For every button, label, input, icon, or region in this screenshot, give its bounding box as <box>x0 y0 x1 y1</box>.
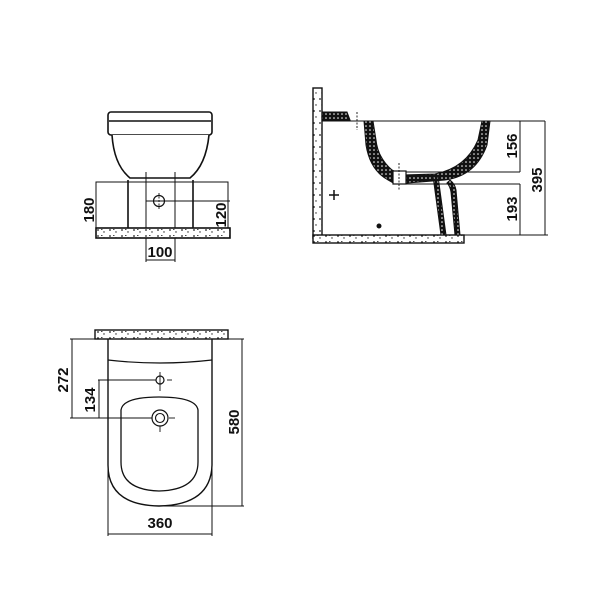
bidet-inner-bowl <box>120 396 199 492</box>
dim-front-120: 120 <box>213 202 230 227</box>
plan-view <box>70 329 244 536</box>
wall-section <box>312 87 323 239</box>
wall-slab-plan <box>94 329 229 340</box>
dim-front-180: 180 <box>81 197 98 222</box>
dim-side-156: 156 <box>504 133 521 158</box>
crosshair-marker-icon <box>329 190 339 200</box>
bowl-body <box>111 134 210 179</box>
outlet-stub <box>392 170 407 185</box>
rim-top <box>107 111 213 136</box>
bowl-section-wall <box>363 120 491 185</box>
drain-outer-icon <box>151 409 169 427</box>
dim-side-193: 193 <box>504 196 521 221</box>
drain-inner-icon <box>154 412 166 424</box>
side-section-view <box>312 87 548 244</box>
floor-slab <box>95 227 231 239</box>
dim-side-395: 395 <box>529 167 546 192</box>
front-elevation-view <box>95 111 231 262</box>
dim-plan-134: 134 <box>82 387 99 413</box>
point-marker-icon <box>376 223 382 229</box>
dim-plan-272: 272 <box>55 367 72 392</box>
dim-plan-360: 360 <box>147 515 172 532</box>
pedestal-leg <box>432 175 461 236</box>
dim-front-100: 100 <box>147 244 172 261</box>
dim-plan-580: 580 <box>226 409 243 434</box>
floor-section <box>312 234 465 244</box>
tap-bracket <box>321 111 351 121</box>
